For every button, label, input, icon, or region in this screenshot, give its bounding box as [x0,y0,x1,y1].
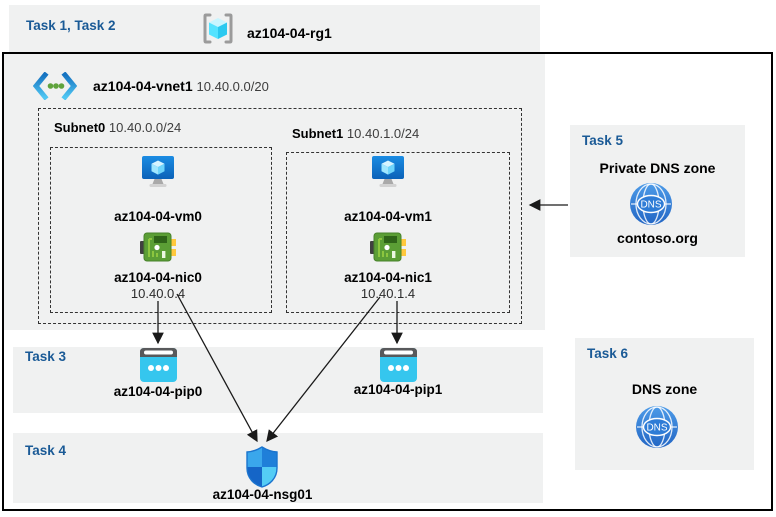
task-6-heading: Task 6 [587,346,629,361]
pip0-label: az104-04-pip0 [113,384,203,399]
nic0-ip: 10.40.0.4 [130,286,186,301]
task-5-heading: Task 5 [582,133,624,148]
subnet0-dashed-box [50,147,272,313]
task6-panel: Task 6 DNS zone DNS [575,338,754,470]
subnet1-name: Subnet1 [292,126,344,141]
nic0-icon [140,230,176,264]
subnet0-label: Subnet0 10.40.0.0/24 [54,120,181,135]
subnet1-dashed-box [286,152,510,313]
nic1-icon [370,230,406,264]
subnet0-cidr: 10.40.0.0/24 [108,120,182,135]
vnet-label: az104-04-vnet1 10.40.0.0/20 [93,78,269,94]
resource-group-icon [200,11,236,46]
dns-zone-title: DNS zone [631,381,698,397]
private-dns-zone-icon: DNS [629,182,673,226]
vnet-name: az104-04-vnet1 [93,78,193,94]
vnet-cidr: 10.40.0.0/20 [196,79,269,94]
task5-panel: Task 5 Private DNS zone DNS contoso.org [570,125,745,257]
task-4-heading: Task 4 [25,443,67,458]
task-3-heading: Task 3 [25,349,67,364]
dns-zone-icon: DNS [635,405,679,449]
vnet-area [4,54,545,330]
diagram-frame [2,52,773,511]
resource-group-name: az104-04-rg1 [247,25,332,41]
pip0-icon [140,348,177,382]
subnet0-name: Subnet0 [54,120,106,135]
resource-group-band: Task 1, Task 2 az104-04-rg1 [9,5,540,52]
vm0-icon [141,156,175,189]
dns-icon-text: DNS [640,200,661,211]
task4-band [13,433,543,503]
pip1-label: az104-04-pip1 [353,382,443,397]
nsg-label: az104-04-nsg01 [212,487,313,502]
subnet1-cidr: 10.40.1.0/24 [346,126,420,141]
nic1-label: az104-04-nic1 [344,270,432,285]
nic0-label: az104-04-nic0 [114,270,202,285]
subnet1-label: Subnet1 10.40.1.0/24 [292,126,419,141]
vm1-icon [371,156,405,189]
pip1-icon [380,348,417,382]
task-1-2-heading: Task 1, Task 2 [26,18,116,33]
task3-band [13,347,543,413]
virtual-network-icon [33,72,77,100]
vm1-label: az104-04-vm1 [344,209,432,224]
vm0-label: az104-04-vm0 [114,209,202,224]
private-dns-zone-name: contoso.org [617,230,698,246]
private-dns-zone-title: Private DNS zone [599,160,716,176]
nsg-shield-icon [245,446,279,488]
nic1-ip: 10.40.1.4 [360,286,416,301]
dns-icon-text: DNS [646,423,667,434]
